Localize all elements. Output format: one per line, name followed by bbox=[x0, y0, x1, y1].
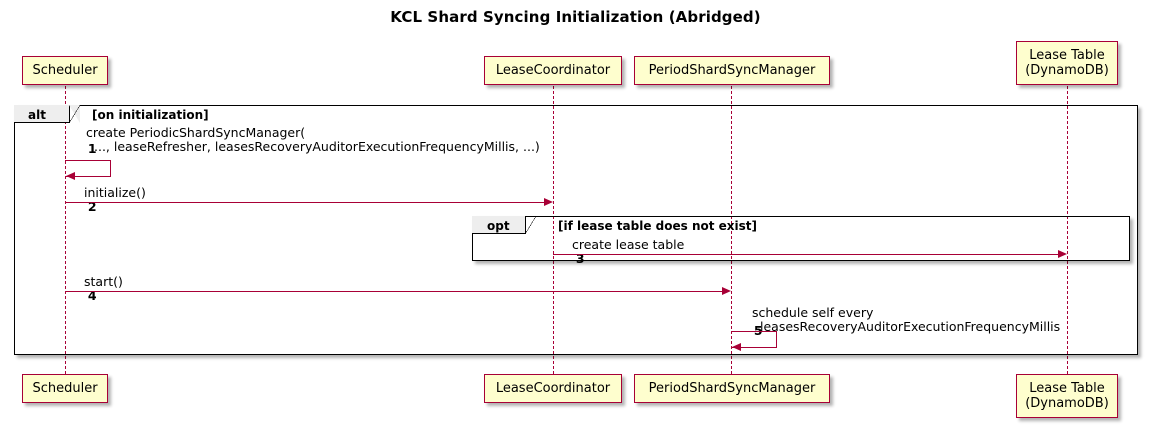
message-2-line bbox=[65, 202, 544, 203]
participant-leasecoordinator-bottom[interactable]: LeaseCoordinator bbox=[484, 374, 622, 403]
message-4-text: start() bbox=[84, 274, 123, 289]
message-5-self-loop bbox=[731, 331, 777, 348]
message-5-label: 5 schedule self every leasesRecoveryAudi… bbox=[738, 306, 1060, 380]
participant-label: Scheduler bbox=[32, 381, 98, 396]
lifeline-scheduler bbox=[65, 86, 66, 374]
diagram-title: KCL Shard Syncing Initialization (Abridg… bbox=[390, 8, 761, 26]
lifeline-periodshardsyncmanager bbox=[731, 86, 732, 374]
participant-leasetable-top[interactable]: Lease Table (DynamoDB) bbox=[1016, 41, 1118, 85]
message-1-text-line1: create PeriodicShardSyncManager( bbox=[86, 125, 306, 140]
participant-leasecoordinator-top[interactable]: LeaseCoordinator bbox=[484, 56, 622, 85]
participant-label: LeaseCoordinator bbox=[495, 381, 611, 396]
alt-frame-tab-cut-edge bbox=[69, 105, 80, 123]
participant-label-line2: (DynamoDB) bbox=[1025, 396, 1109, 411]
participant-label: LeaseCoordinator bbox=[495, 63, 611, 78]
message-3-label: 3 create lease table bbox=[560, 238, 684, 294]
message-3-text: create lease table bbox=[572, 237, 685, 252]
opt-frame bbox=[472, 216, 1130, 261]
message-1-arrowhead bbox=[66, 172, 75, 180]
message-4-line bbox=[65, 291, 722, 292]
participant-scheduler-top[interactable]: Scheduler bbox=[22, 56, 108, 85]
message-1-self-loop bbox=[65, 160, 111, 177]
message-3-number: 3 bbox=[575, 251, 585, 266]
message-2-number: 2 bbox=[87, 199, 97, 214]
message-3-arrowhead bbox=[1058, 250, 1067, 258]
participant-label-line1: Lease Table bbox=[1029, 381, 1105, 396]
message-1-text-line2: ..., leaseRefresher, leasesRecoveryAudit… bbox=[94, 139, 540, 154]
participant-periodshardsyncmanager-top[interactable]: PeriodShardSyncManager bbox=[634, 56, 830, 85]
alt-frame-condition: [on initialization] bbox=[92, 108, 209, 122]
message-5-arrowhead bbox=[732, 343, 741, 351]
participant-scheduler-bottom[interactable]: Scheduler bbox=[22, 374, 108, 403]
participant-periodshardsyncmanager-bottom[interactable]: PeriodShardSyncManager bbox=[634, 374, 830, 403]
message-5-text-line1: schedule self every bbox=[752, 305, 874, 320]
message-1-label: 1 create PeriodicShardSyncManager( ..., … bbox=[72, 126, 540, 198]
alt-frame-keyword: alt bbox=[28, 108, 46, 122]
message-2-label: 2 initialize() bbox=[72, 186, 146, 242]
participant-leasetable-bottom[interactable]: Lease Table (DynamoDB) bbox=[1016, 374, 1118, 418]
message-2-text: initialize() bbox=[84, 185, 146, 200]
message-3-line bbox=[553, 254, 1058, 255]
message-5-number: 5 bbox=[753, 323, 763, 338]
participant-label: PeriodShardSyncManager bbox=[648, 381, 816, 396]
alt-frame bbox=[14, 105, 1138, 355]
message-5-text-line2: leasesRecoveryAuditorExecutionFrequencyM… bbox=[760, 319, 1061, 334]
participant-label-line2: (DynamoDB) bbox=[1025, 63, 1109, 78]
message-2-arrowhead bbox=[544, 198, 553, 206]
opt-frame-keyword: opt bbox=[487, 219, 510, 233]
message-4-number: 4 bbox=[87, 288, 97, 303]
opt-frame-tab-cut bbox=[525, 216, 536, 234]
participant-label-line1: Lease Table bbox=[1029, 48, 1105, 63]
message-1-number: 1 bbox=[87, 141, 97, 156]
message-4-label: 4 start() bbox=[72, 275, 123, 331]
lifeline-leasetable bbox=[1067, 86, 1068, 374]
message-4-arrowhead bbox=[722, 287, 731, 295]
participant-label: Scheduler bbox=[32, 63, 98, 78]
participant-label: PeriodShardSyncManager bbox=[648, 63, 816, 78]
lifeline-leasecoordinator bbox=[553, 86, 554, 374]
opt-frame-condition: [if lease table does not exist] bbox=[558, 219, 758, 233]
